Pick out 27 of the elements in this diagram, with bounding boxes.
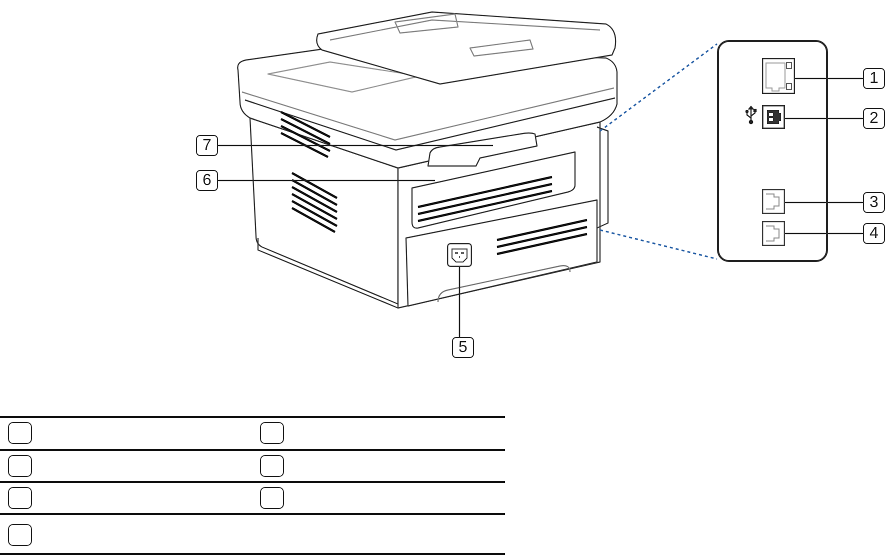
callout-number: 5 bbox=[452, 337, 474, 358]
leader-line bbox=[458, 267, 460, 337]
phone-jack bbox=[762, 221, 785, 246]
callout-number: 2 bbox=[863, 108, 885, 129]
leader-line bbox=[795, 78, 863, 80]
callout-frame bbox=[8, 524, 32, 546]
inset-panel bbox=[717, 40, 828, 262]
callout-frame bbox=[8, 422, 32, 444]
callout-number: 3 bbox=[863, 192, 885, 213]
callout-number: 6 bbox=[196, 170, 218, 191]
leader-line bbox=[218, 144, 493, 146]
power-socket bbox=[447, 243, 472, 267]
leader-line bbox=[785, 118, 863, 120]
callout-number: 4 bbox=[863, 223, 885, 244]
callout-frame bbox=[260, 455, 284, 477]
leader-line bbox=[785, 232, 863, 234]
callout-frame bbox=[260, 487, 284, 509]
callout-number: 1 bbox=[863, 68, 885, 89]
callout-frame bbox=[8, 455, 32, 477]
leader-line bbox=[785, 202, 863, 204]
callout-frame bbox=[8, 487, 32, 509]
callout-number: 7 bbox=[196, 135, 218, 156]
network-port bbox=[762, 58, 795, 94]
leader-line bbox=[218, 180, 435, 182]
phone-jack bbox=[762, 189, 785, 214]
callout-frame bbox=[260, 422, 284, 444]
usb-port bbox=[762, 105, 785, 129]
